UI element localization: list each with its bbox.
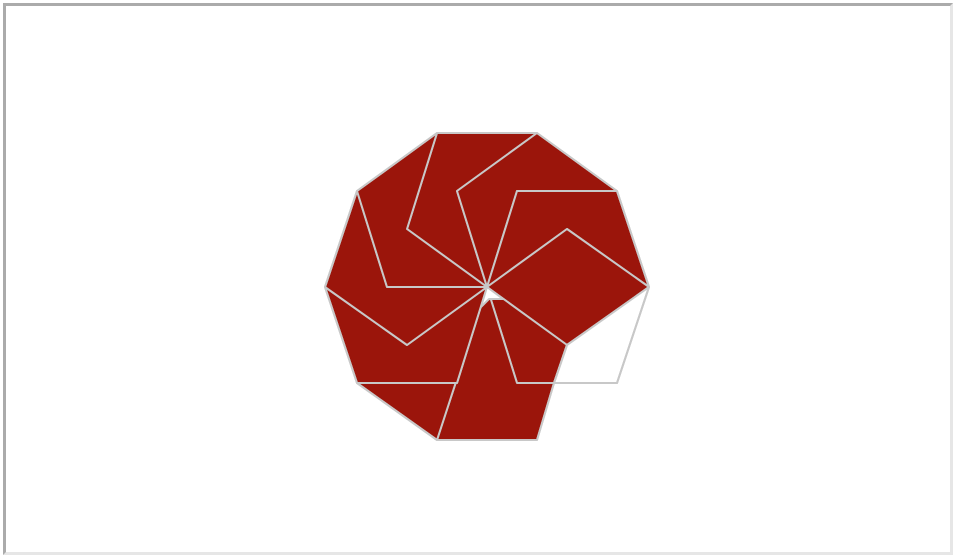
slot-edge-line [553,344,568,384]
piece-group [324,132,650,441]
center-arrow-marker [480,286,504,308]
decagon-outline [324,132,650,441]
